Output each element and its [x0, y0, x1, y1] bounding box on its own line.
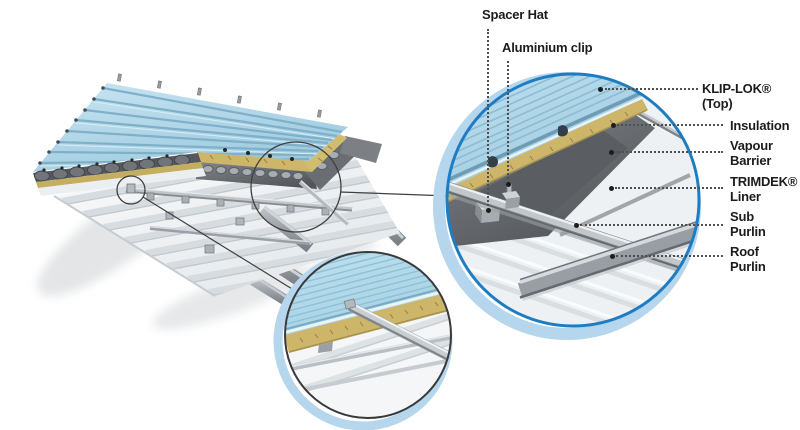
- callout-sub-purlin: Sub Purlin: [730, 209, 766, 239]
- leader-insulation: [617, 124, 723, 126]
- callout-spacer-hat: Spacer Hat: [482, 7, 548, 22]
- detail-circle-large: [433, 72, 701, 340]
- barrier-clips: [202, 151, 340, 180]
- connector-line-to-large-detail: [339, 191, 451, 197]
- leader-trimdek-liner: [615, 187, 723, 189]
- leader-vapour-barrier: [615, 151, 723, 153]
- leader-dot-vapour-barrier: [609, 150, 614, 155]
- rail-b: [149, 211, 311, 254]
- connector-line-to-small-detail: [142, 196, 298, 293]
- callout-trimdek-liner: TRIMDEK® Liner: [730, 174, 798, 204]
- leader-dot-insulation: [611, 123, 616, 128]
- leader-roof-purlin: [616, 255, 723, 257]
- leader-dot-spacer-hat: [486, 208, 491, 213]
- leader-sub-purlin: [580, 224, 723, 226]
- detail-circle-large-border: [445, 72, 701, 328]
- roof-purlin-channel: [517, 216, 699, 301]
- aluminium-clip-part: [502, 183, 520, 209]
- callout-klip-lok-top: KLIP-LOK® (Top): [702, 81, 772, 111]
- klip-lok-panels: [33, 73, 348, 172]
- leader-dot-sub-purlin: [574, 223, 579, 228]
- callout-aluminium-clip: Aluminium clip: [502, 40, 593, 55]
- leader-dot-aluminium-clip: [506, 182, 511, 187]
- rail-right: [298, 180, 350, 226]
- top-edge-clips: [116, 73, 322, 118]
- leader-spacer-hat: [487, 29, 489, 206]
- leader-dot-klip-lok-top: [598, 87, 603, 92]
- cut-edge-clip-dots: [223, 148, 294, 161]
- rail-a: [125, 183, 353, 216]
- detail-circle-small: [273, 251, 453, 430]
- callout-vapour-barrier: Vapour Barrier: [730, 138, 773, 168]
- left-edge-clip-dots: [38, 86, 105, 165]
- callout-insulation: Insulation: [730, 118, 790, 133]
- leader-dot-trimdek-liner: [609, 186, 614, 191]
- callout-roof-purlin: Roof Purlin: [730, 244, 766, 274]
- detail-circle-small-border: [284, 251, 452, 419]
- leader-klip-lok-top: [605, 88, 698, 90]
- front-edge-cross-section: [33, 153, 206, 196]
- magnifier-circle-small: [116, 175, 146, 205]
- spacer-hat-rails: [125, 180, 353, 254]
- leader-aluminium-clip: [507, 61, 509, 179]
- leader-dot-roof-purlin: [610, 254, 615, 259]
- magnifier-circle-large: [250, 141, 342, 233]
